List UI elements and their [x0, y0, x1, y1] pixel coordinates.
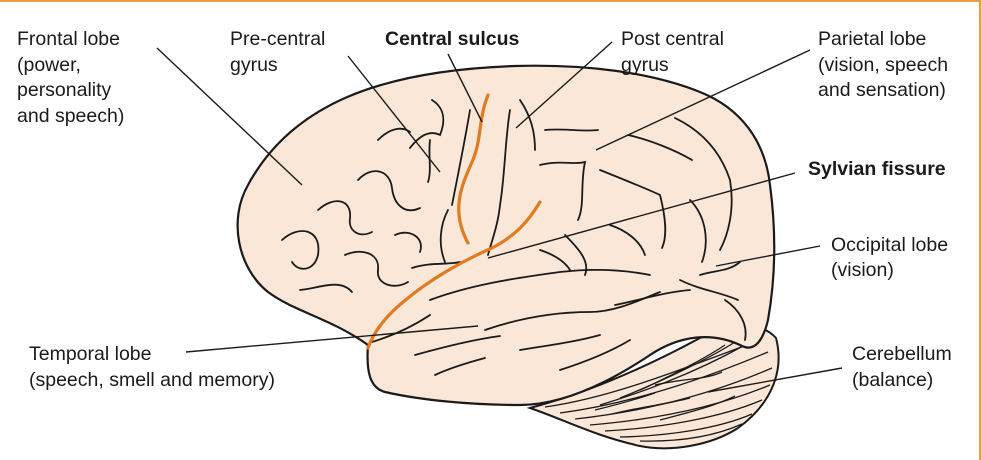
label-post-central-gyrus: Post central gyrus	[621, 28, 724, 76]
parietal-label-line-3: and sensation)	[818, 79, 946, 101]
parietal-label-line-1: Parietal lobe	[818, 28, 926, 50]
frontal-label-line-1: Frontal lobe	[17, 28, 120, 50]
label-central-sulcus: Central sulcus	[385, 28, 520, 50]
label-temporal-lobe: Temporal lobe (speech, smell and memory)	[29, 343, 275, 391]
precentral-label-line-2: gyrus	[230, 54, 278, 76]
cerebellum-label-line-2: (balance)	[852, 369, 933, 391]
label-cerebellum: Cerebellum (balance)	[852, 343, 952, 391]
frontal-label-line-3: personality	[17, 79, 112, 101]
temporal-label-line-1: Temporal lobe	[29, 343, 151, 365]
label-parietal-lobe: Parietal lobe (vision, speech and sensat…	[818, 28, 948, 101]
label-sylvian-fissure: Sylvian fissure	[808, 158, 946, 180]
label-occipital-lobe: Occipital lobe (vision)	[831, 234, 948, 281]
label-frontal-lobe: Frontal lobe (power, personality and spe…	[17, 28, 124, 127]
occipital-label-line-2: (vision)	[831, 259, 894, 281]
frontal-label-line-2: (power,	[17, 54, 81, 76]
label-pre-central-gyrus: Pre-central gyrus	[230, 28, 325, 76]
cerebellum-label-line-1: Cerebellum	[852, 343, 952, 365]
sylvian-fissure-label: Sylvian fissure	[808, 158, 946, 180]
precentral-label-line-1: Pre-central	[230, 28, 325, 50]
postcentral-label-line-1: Post central	[621, 28, 724, 50]
postcentral-label-line-2: gyrus	[621, 54, 669, 76]
central-sulcus-label: Central sulcus	[385, 28, 520, 50]
temporal-label-line-2: (speech, smell and memory)	[29, 369, 275, 391]
frontal-label-line-4: and speech)	[17, 105, 124, 127]
parietal-label-line-2: (vision, speech	[818, 54, 948, 76]
occipital-label-line-1: Occipital lobe	[831, 234, 948, 256]
